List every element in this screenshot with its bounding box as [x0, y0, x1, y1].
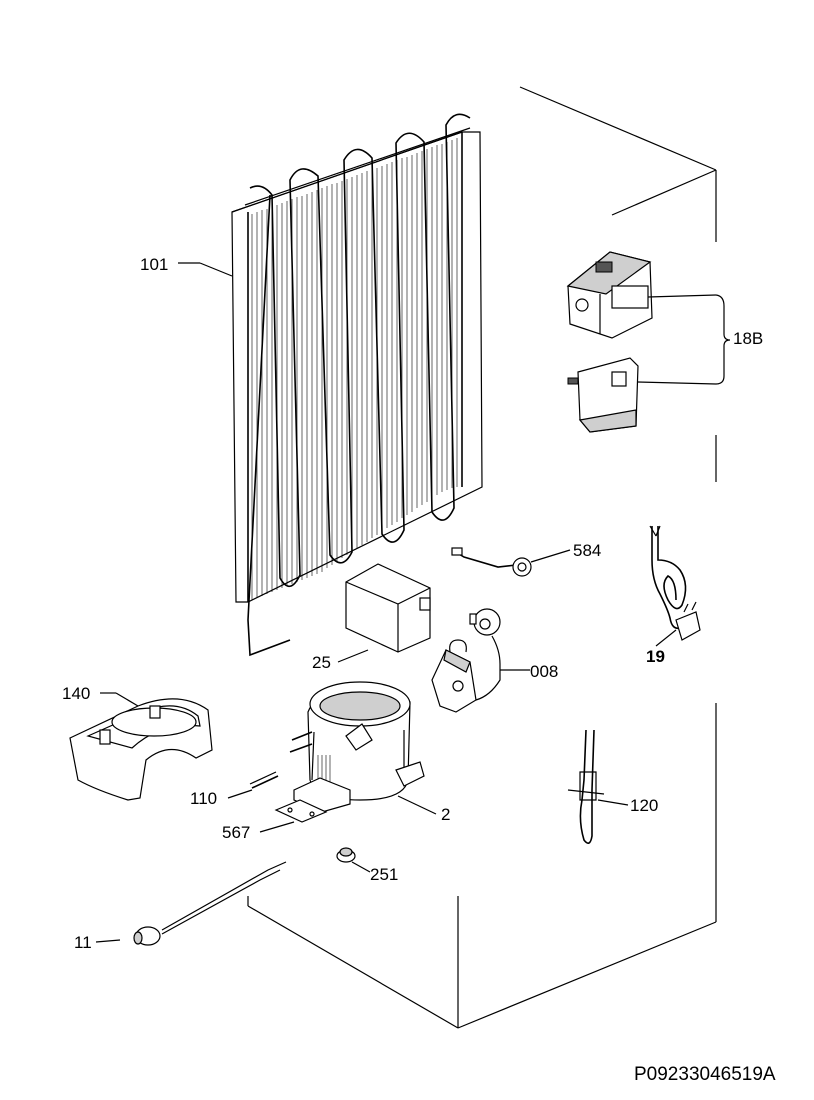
label-19: 19: [646, 647, 665, 666]
reference-code: P09233046519A: [634, 1064, 776, 1085]
grommet-251: [336, 847, 356, 863]
label-140: 140: [62, 684, 90, 703]
label-567: 567: [222, 823, 250, 842]
label-110: 110: [190, 789, 217, 808]
bracket-18b: [637, 294, 731, 385]
cable-11: [133, 861, 287, 946]
label-008: 008: [530, 662, 558, 681]
label-25: 25: [312, 653, 331, 672]
label-18b: 18B: [733, 329, 763, 348]
label-120: 120: [630, 796, 658, 815]
condenser: [231, 113, 483, 657]
bracket-008: [475, 635, 530, 701]
sensor-120: [567, 729, 605, 844]
drip-tray-140: [69, 698, 213, 801]
relay-upper: [566, 251, 653, 339]
cabinet-outline: [247, 86, 717, 1029]
pin-110: [249, 771, 279, 789]
label-101: 101: [140, 255, 168, 274]
label-251: 251: [370, 865, 398, 884]
plate-567: [274, 799, 328, 823]
power-cord: [649, 525, 701, 641]
compressor-2: [289, 681, 425, 813]
capacitor-25: [345, 563, 431, 653]
leader-lines: [95, 262, 677, 943]
label-584: 584: [573, 541, 601, 560]
sensor-584: [451, 547, 532, 577]
label-2: 2: [441, 805, 450, 824]
relay-008: [431, 608, 501, 713]
label-11: 11: [74, 933, 92, 952]
relay-cover: [567, 357, 639, 433]
